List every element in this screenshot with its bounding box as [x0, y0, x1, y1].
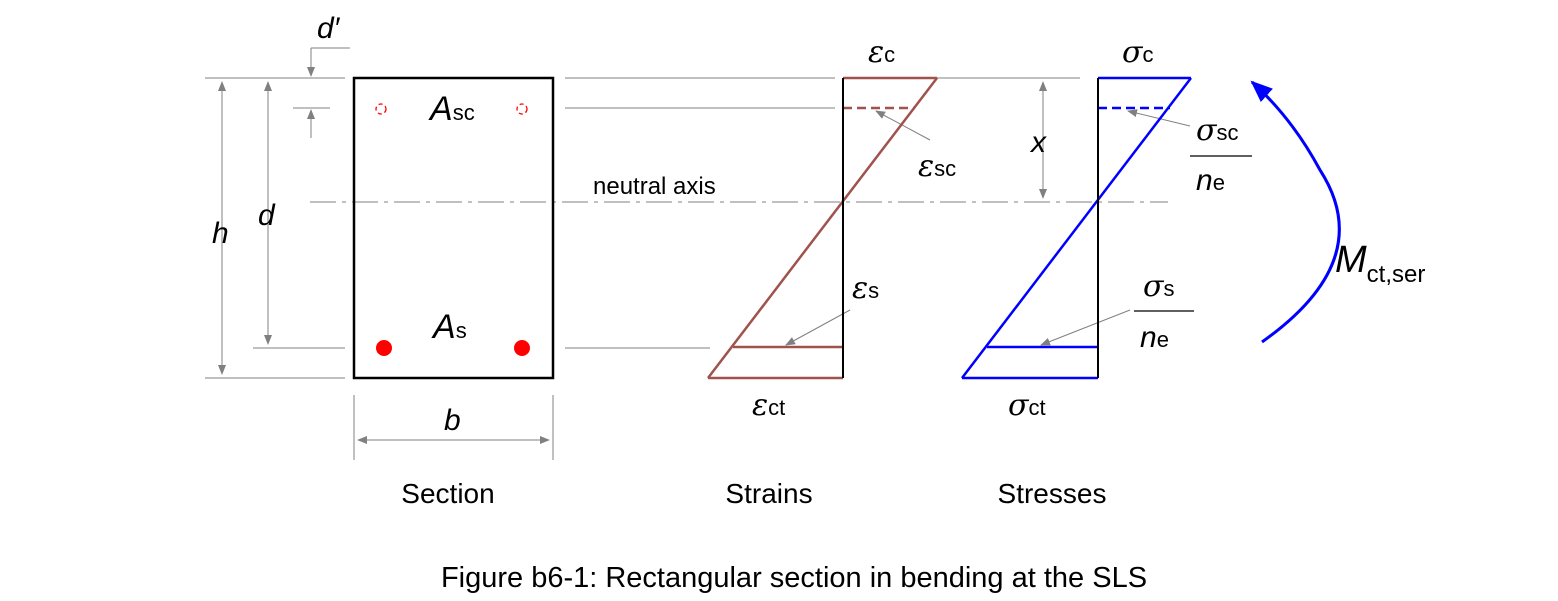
epsilon-ct-label: εct [752, 388, 785, 423]
neutral-axis-label: neutral axis [593, 173, 716, 200]
panel-label-strains: Strains [725, 478, 812, 509]
moment-label: Mct,ser [1335, 239, 1425, 288]
ne-label-s: ne [1140, 321, 1169, 354]
asc-label: Asc [428, 90, 475, 128]
strain-diagram [707, 76, 938, 380]
panel-label-stresses: Stresses [998, 478, 1107, 509]
panel-label-section: Section [401, 478, 494, 509]
figure-caption: Figure b6-1: Rectangular section in bend… [441, 562, 1147, 594]
epsilon-sc-label: εsc [918, 149, 956, 184]
compression-bar-right [516, 103, 528, 115]
sigma-sc-label: σsc [1196, 113, 1238, 148]
as-label: As [431, 308, 467, 346]
tension-bar-right [514, 340, 530, 356]
sigma-s-label: σs [1143, 269, 1174, 304]
compression-bar-left [375, 103, 387, 115]
cross-section [352, 76, 555, 380]
b-label: b [444, 404, 461, 437]
ne-label-sc: ne [1196, 164, 1225, 197]
dimension-lines [205, 47, 1191, 460]
epsilon-c-label: εc [868, 35, 895, 70]
sigma-c-label: σc [1122, 35, 1153, 70]
epsilon-s-label: εs [852, 271, 879, 306]
sigma-ct-label: σct [1008, 388, 1046, 423]
x-label: x [1029, 126, 1047, 159]
d-prime-label: d′ [317, 12, 341, 45]
tension-bar-left [376, 340, 392, 356]
stress-diagram [961, 76, 1192, 380]
moment-arrow [1250, 80, 1341, 344]
h-label: h [212, 217, 229, 250]
d-label: d [258, 199, 276, 232]
